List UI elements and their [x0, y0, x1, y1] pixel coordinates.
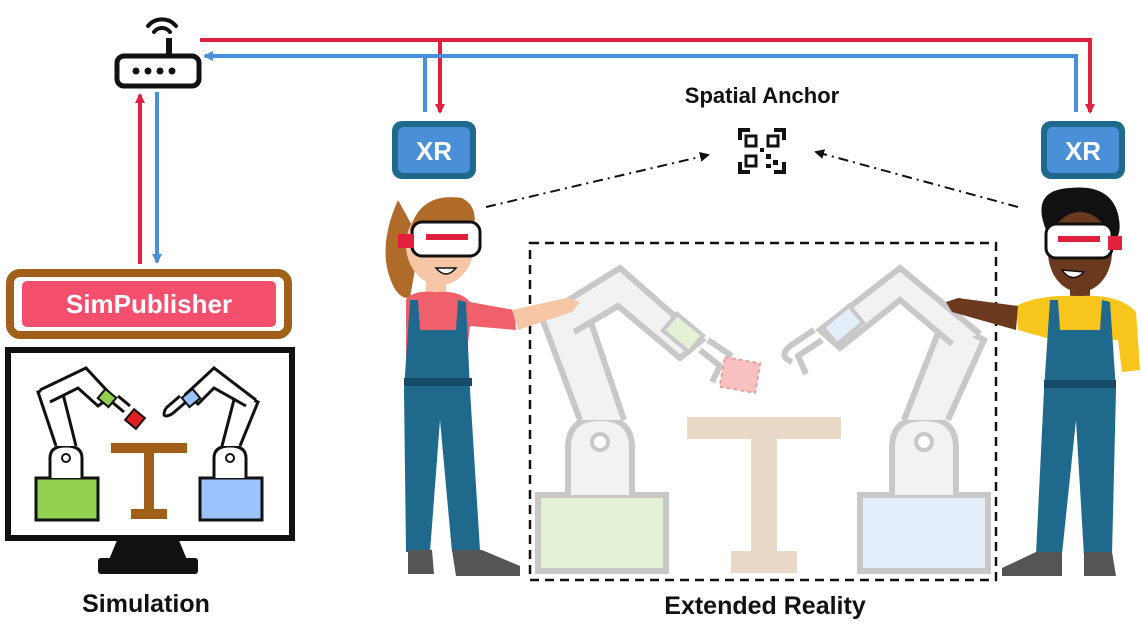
gaze-line-right: [814, 149, 1019, 208]
xr-scene-frame: [528, 241, 998, 582]
downlink-right-xr: [440, 38, 1095, 114]
person-vr-headset-icon-right: [946, 187, 1140, 576]
network-connections: [135, 38, 1095, 264]
sim-table: [111, 443, 187, 519]
sim-robot-right: [162, 366, 264, 522]
simulation-label: Simulation: [82, 590, 210, 618]
xr-table: [687, 417, 841, 573]
sim-robot-left: [34, 366, 147, 522]
xr-left-label: XR: [416, 136, 452, 166]
router-icon: [114, 17, 202, 89]
monitor-icon: [5, 347, 295, 574]
xr-robot-left: [535, 264, 762, 574]
xr-right-label: XR: [1065, 136, 1101, 166]
extended-reality-label: Extended Reality: [664, 592, 866, 620]
downlink-left-xr: [200, 38, 445, 114]
spatial-anchor-label: Spatial Anchor: [685, 83, 840, 108]
simpublisher-label: SimPublisher: [66, 289, 232, 319]
uplink-right-xr: [203, 51, 1078, 112]
xr-badge-right: XR: [1041, 121, 1125, 179]
xr-badge-left: XR: [392, 121, 476, 179]
gaze-line-left: [485, 151, 710, 208]
qr-code-icon: [738, 128, 786, 174]
person-vr-headset-icon-left: [385, 197, 580, 576]
xr-robot-right: [781, 264, 991, 574]
simpublisher-block: SimPublisher: [6, 269, 292, 339]
